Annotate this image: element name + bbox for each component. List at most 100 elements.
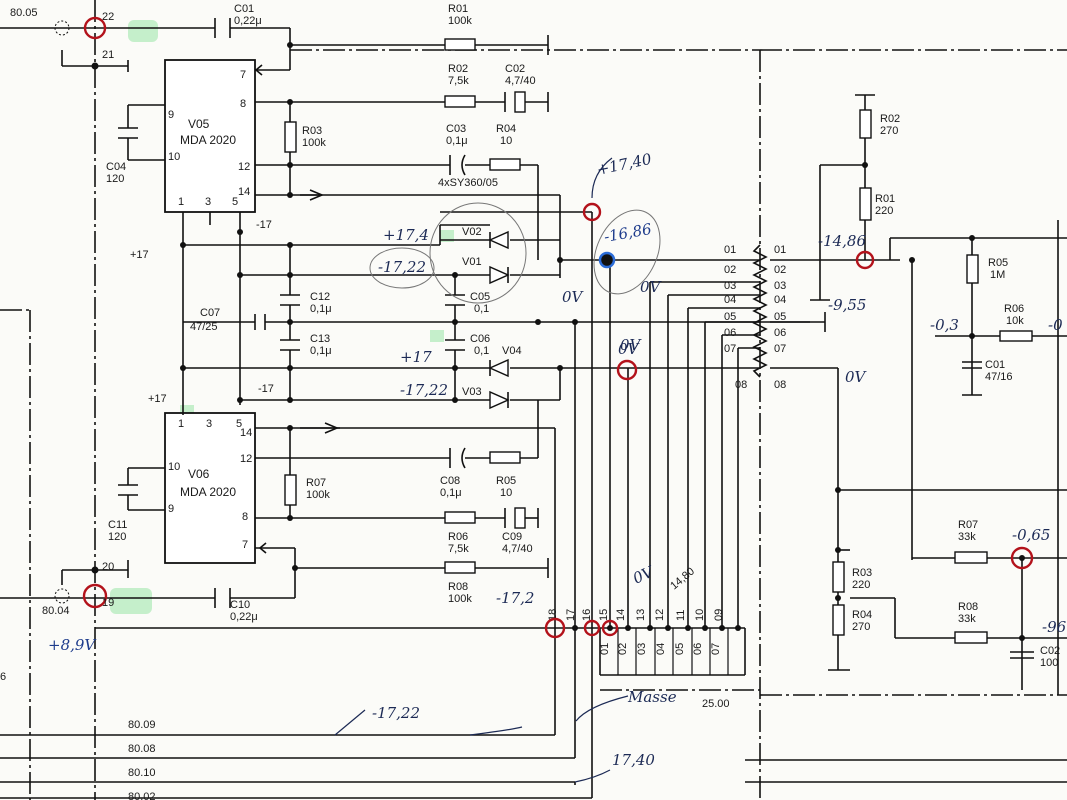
capacitors [214, 18, 526, 608]
pin-terminals [54, 20, 70, 604]
svg-text:0V: 0V [618, 340, 641, 358]
svg-text:8: 8 [240, 98, 246, 110]
svg-text:10: 10 [500, 487, 512, 499]
svg-text:14,80: 14,80 [668, 565, 697, 592]
svg-text:270: 270 [852, 621, 870, 633]
svg-text:12: 12 [238, 161, 250, 173]
svg-text:07: 07 [724, 343, 736, 355]
svg-text:08: 08 [774, 379, 786, 391]
svg-text:C08: C08 [440, 475, 460, 487]
svg-text:03: 03 [636, 643, 648, 655]
svg-text:+17: +17 [400, 348, 432, 366]
svg-text:16: 16 [581, 609, 593, 621]
svg-text:0,22μ: 0,22μ [234, 15, 262, 27]
svg-text:270: 270 [880, 125, 898, 137]
highlighter-marks [110, 20, 454, 614]
svg-text:C01: C01 [234, 3, 254, 15]
svg-text:+17: +17 [130, 249, 149, 261]
svg-text:02: 02 [617, 643, 629, 655]
svg-text:100: 100 [1040, 657, 1058, 669]
svg-text:R06: R06 [448, 531, 468, 543]
ic-v06: V06 MDA 2020 10 9 8 7 12 14 1 3 5 [164, 412, 256, 564]
svg-text:R03: R03 [302, 125, 322, 137]
bottom-connector-pins: 18 17 16 15 14 13 12 11 10 09 01 02 03 0… [547, 609, 725, 655]
svg-text:10: 10 [168, 461, 180, 473]
svg-text:0V: 0V [640, 278, 663, 296]
svg-text:06: 06 [774, 327, 786, 339]
svg-text:R05: R05 [988, 257, 1008, 269]
svg-text:0,1: 0,1 [474, 303, 489, 315]
svg-text:C12: C12 [310, 291, 330, 303]
svg-text:20: 20 [102, 561, 114, 573]
svg-text:06: 06 [692, 643, 704, 655]
svg-text:01: 01 [774, 244, 786, 256]
svg-text:21: 21 [102, 49, 114, 61]
connector-labels: 01 02 03 04 05 06 07 08 01 02 03 04 05 0… [724, 244, 786, 391]
svg-text:-9,55: -9,55 [828, 296, 866, 314]
ic-v05: V05 MDA 2020 9 10 7 8 12 14 1 3 5 [164, 59, 256, 213]
svg-text:-96: -96 [1042, 618, 1067, 636]
svg-text:9: 9 [168, 109, 174, 121]
connector-rails [599, 260, 1067, 783]
svg-text:6: 6 [0, 671, 6, 683]
svg-text:C10: C10 [230, 599, 250, 611]
svg-text:R07: R07 [958, 519, 978, 531]
svg-text:80.02: 80.02 [128, 791, 156, 800]
resistors [284, 38, 521, 574]
svg-text:80.10: 80.10 [128, 767, 156, 779]
svg-text:4,7/40: 4,7/40 [502, 543, 533, 555]
svg-text:05: 05 [774, 311, 786, 323]
svg-text:220: 220 [875, 205, 893, 217]
svg-text:19: 19 [102, 597, 114, 609]
right-board [810, 94, 1067, 695]
svg-text:C02: C02 [505, 63, 525, 75]
svg-text:1M: 1M [990, 269, 1005, 281]
svg-text:08: 08 [735, 379, 747, 391]
svg-text:C09: C09 [502, 531, 522, 543]
svg-text:C07: C07 [200, 307, 220, 319]
net-labels: 80.05 80.04 80.09 80.08 80.10 80.02 25.0… [0, 7, 730, 800]
svg-text:V03: V03 [462, 386, 482, 398]
svg-text:80.09: 80.09 [128, 719, 156, 731]
svg-text:-17,22: -17,22 [400, 381, 448, 399]
svg-text:R02: R02 [448, 63, 468, 75]
svg-text:0V: 0V [562, 288, 585, 306]
svg-text:12: 12 [654, 609, 666, 621]
svg-text:02: 02 [774, 264, 786, 276]
svg-text:0,1μ: 0,1μ [310, 345, 332, 357]
svg-text:R01: R01 [448, 3, 468, 15]
svg-text:03: 03 [774, 280, 786, 292]
svg-text:5: 5 [232, 196, 238, 208]
junction-dots [91, 42, 741, 631]
ic-v06-part: MDA 2020 [180, 485, 236, 499]
ic-v05-ref: V05 [188, 117, 210, 131]
svg-text:R03: R03 [852, 567, 872, 579]
svg-text:7: 7 [240, 69, 246, 81]
svg-text:V01: V01 [462, 256, 482, 268]
svg-text:05: 05 [724, 311, 736, 323]
svg-text:17: 17 [565, 609, 577, 621]
svg-text:9: 9 [168, 503, 174, 515]
svg-text:3: 3 [205, 196, 211, 208]
svg-text:C05: C05 [470, 291, 490, 303]
svg-text:10: 10 [500, 135, 512, 147]
svg-text:C02: C02 [1040, 645, 1060, 657]
svg-text:R06: R06 [1004, 303, 1024, 315]
svg-text:1: 1 [178, 418, 184, 430]
svg-text:04: 04 [724, 294, 736, 306]
svg-text:10k: 10k [1006, 315, 1024, 327]
svg-text:C13: C13 [310, 333, 330, 345]
svg-text:C06: C06 [470, 333, 490, 345]
svg-text:0V: 0V [845, 368, 868, 386]
svg-text:-17: -17 [256, 219, 272, 231]
svg-text:13: 13 [635, 609, 647, 621]
svg-text:4xSY360/05: 4xSY360/05 [438, 177, 498, 189]
ic-v05-part: MDA 2020 [180, 133, 236, 147]
svg-text:12: 12 [240, 453, 252, 465]
probe-points [82, 16, 1034, 639]
svg-text:07: 07 [710, 643, 722, 655]
ic-v06-ref: V06 [188, 467, 210, 481]
svg-text:47/16: 47/16 [985, 371, 1013, 383]
svg-text:80.04: 80.04 [42, 605, 70, 617]
